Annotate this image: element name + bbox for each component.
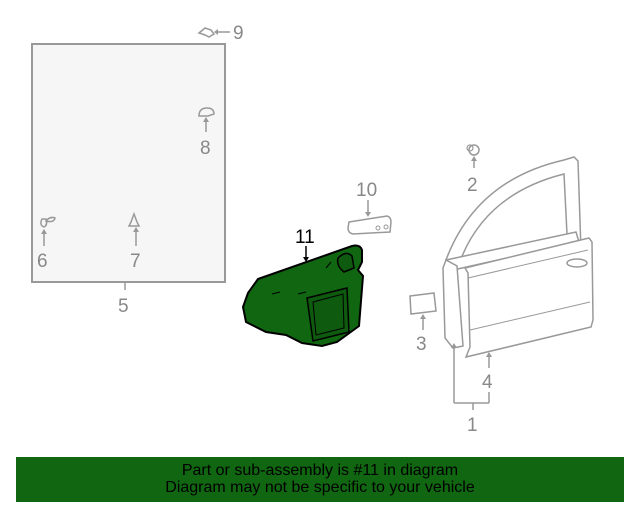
part-1-door-assembly[interactable]: 4 1 — [442, 156, 594, 436]
clip-icon — [197, 27, 216, 38]
clip-icon — [198, 107, 215, 117]
clip-icon — [127, 211, 141, 227]
callout-11[interactable]: 11 — [295, 227, 315, 248]
callout-5[interactable]: 5 — [118, 296, 129, 317]
callout-2[interactable]: 2 — [467, 175, 478, 196]
part-6-clip[interactable]: 6 — [37, 216, 56, 272]
part-9-clip[interactable]: 9 — [197, 23, 244, 44]
part-3-pad[interactable]: 3 — [409, 292, 437, 355]
callout-10[interactable]: 10 — [356, 180, 377, 201]
part-10-handle[interactable]: 10 — [347, 180, 392, 235]
part-8-clip[interactable]: 8 — [198, 107, 215, 159]
part-2-clip[interactable]: 2 — [466, 144, 480, 196]
callout-4[interactable]: 4 — [482, 372, 493, 393]
part-11-door-trim[interactable]: 11 — [241, 227, 365, 348]
callout-9[interactable]: 9 — [233, 23, 244, 44]
info-banner: Part or sub-assembly is #11 in diagram D… — [16, 457, 624, 502]
callout-3[interactable]: 3 — [416, 334, 427, 355]
callout-6[interactable]: 6 — [37, 251, 48, 272]
banner-line-2: Diagram may not be specific to your vehi… — [165, 479, 475, 496]
callout-1[interactable]: 1 — [467, 415, 478, 436]
banner-line-1: Part or sub-assembly is #11 in diagram — [181, 462, 459, 479]
part-5-trim-panel[interactable]: 5 — [31, 43, 226, 317]
callout-7[interactable]: 7 — [130, 251, 141, 272]
part-7-clip[interactable]: 7 — [127, 211, 141, 272]
clip-icon — [468, 144, 480, 156]
clip-icon — [40, 216, 56, 228]
callout-8[interactable]: 8 — [200, 138, 211, 159]
